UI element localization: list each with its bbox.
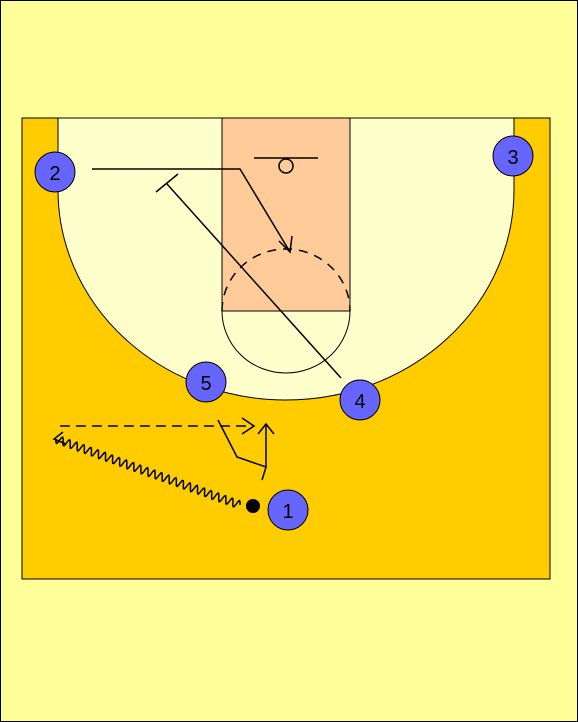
player-5-label: 5 — [200, 373, 211, 395]
player-2-token — [34, 151, 76, 193]
actions — [52, 168, 342, 508]
cut-arrow-head-5 — [257, 422, 275, 435]
player-3[interactable]: 3 — [492, 135, 534, 177]
pass-arrow-head — [241, 417, 256, 435]
cut-line-5b — [261, 466, 267, 481]
player-1[interactable]: 1 — [267, 489, 309, 531]
player-2[interactable]: 2 — [34, 151, 76, 193]
dribble-line — [55, 436, 241, 508]
player-1-label: 1 — [282, 501, 293, 523]
cut-arrow-head-2 — [278, 235, 293, 254]
cut-line-5 — [217, 419, 267, 469]
dribble-arrow-head — [52, 431, 67, 445]
player-3-token — [492, 135, 534, 177]
screen-bar-4 — [155, 173, 179, 193]
player-4-label: 4 — [354, 391, 365, 413]
free-throw-circle-bottom — [221, 310, 351, 374]
player-3-label: 3 — [507, 147, 518, 169]
rim — [278, 158, 294, 174]
player-2-label: 2 — [49, 163, 60, 185]
player-4-token — [339, 379, 381, 421]
player-5-token — [185, 361, 227, 403]
ball — [246, 499, 260, 513]
lane — [221, 117, 351, 312]
screen-line-4 — [166, 183, 342, 379]
player-5[interactable]: 5 — [185, 361, 227, 403]
free-throw-circle-top — [221, 248, 351, 312]
cut-line-2 — [92, 168, 291, 253]
player-1-token — [267, 489, 309, 531]
player-4[interactable]: 4 — [339, 379, 381, 421]
